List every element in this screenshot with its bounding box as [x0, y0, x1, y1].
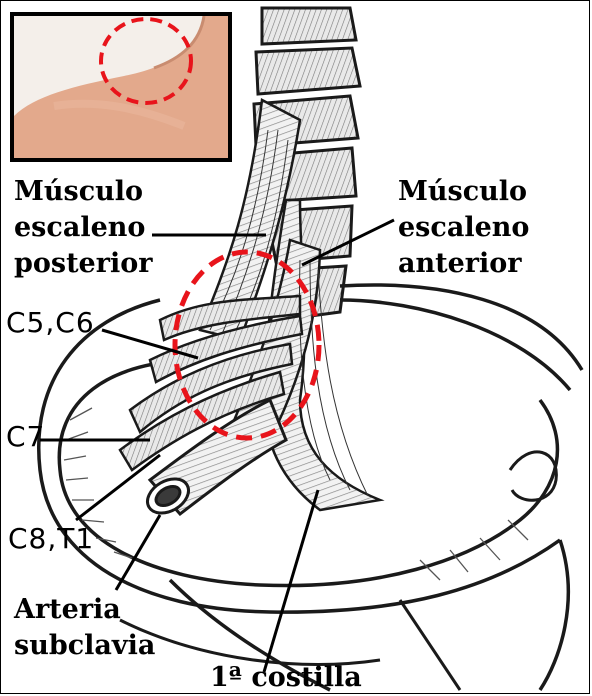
leader-costilla: [264, 490, 318, 672]
label-c7: C7: [6, 420, 45, 453]
anterior-line3: anterior: [398, 246, 529, 282]
label-posterior-scalene: Músculo escaleno posterior: [14, 174, 152, 282]
arteria-line1: Arteria: [14, 592, 155, 628]
arteria-line2: subclavia: [14, 628, 155, 664]
label-first-rib: 1ª costilla: [210, 660, 362, 696]
label-c8-t1: C8,T1: [8, 522, 94, 555]
leader-c8t1: [76, 455, 160, 520]
label-subclavian-artery: Arteria subclavia: [14, 592, 155, 664]
posterior-line3: posterior: [14, 246, 152, 282]
anterior-line1: Músculo: [398, 174, 529, 210]
leader-c5c6: [102, 330, 198, 358]
posterior-line1: Músculo: [14, 174, 152, 210]
label-c5-c6: C5,C6: [6, 306, 95, 339]
shoulder-photo-inset: [10, 12, 232, 162]
anterior-line2: escaleno: [398, 210, 529, 246]
label-anterior-scalene: Músculo escaleno anterior: [398, 174, 529, 282]
posterior-line2: escaleno: [14, 210, 152, 246]
shoulder-photo: [14, 16, 228, 158]
